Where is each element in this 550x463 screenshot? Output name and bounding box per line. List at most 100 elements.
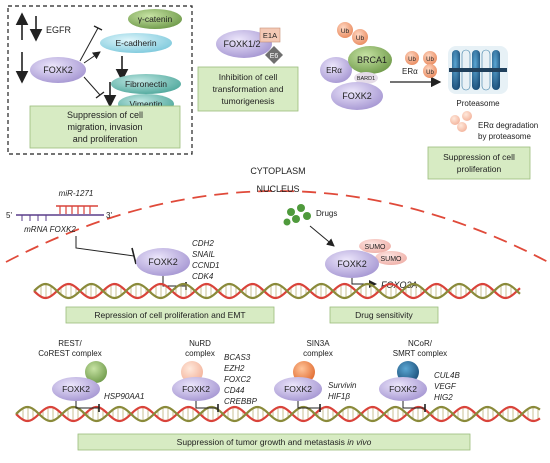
foxk2-label: FOXK2: [284, 384, 312, 394]
complex-name-line: NCoR/: [408, 339, 433, 348]
e6-diamond: [265, 46, 283, 64]
complex-sin3a: SIN3A complex FOXK2 Survivin HIF1β: [274, 339, 357, 412]
foxk2-protein: [30, 57, 86, 83]
caption-line: tumorigenesis: [222, 96, 275, 106]
drug-arrow: [309, 225, 335, 247]
ub-label: Ub: [341, 28, 350, 35]
fibronectin-label: Fibronectin: [125, 79, 167, 89]
caption-italic: in vivo: [347, 437, 371, 447]
complex-name-line: NuRD: [189, 339, 211, 348]
foxk2-label: FOXK2: [148, 257, 178, 267]
caption-line: transformation and: [213, 84, 284, 94]
dashed-frame: [7, 5, 193, 155]
gamma-catenin-label: γ-catenin: [138, 14, 173, 24]
dna-helix-lower: [15, 405, 541, 423]
activation-arrow: [351, 278, 377, 288]
era-degradation-panel: Ub Ub ERα BRCA1 BARD1 FOXK2 Ub Ub Ub ERα…: [320, 22, 538, 180]
foxk2-label: FOXK2: [337, 259, 367, 269]
rest-corest-complex: [85, 361, 107, 383]
dna-strand: [33, 282, 521, 300]
bard1-label: BARD1: [357, 76, 375, 82]
gene-label: SNAIL: [192, 250, 215, 259]
gene-label: CD44: [224, 386, 245, 395]
complex-ncor: NCoR/ SMRT complex FOXK2 CUL4B VEGF HIG2: [379, 339, 460, 412]
nucleus-label: NUCLEUS: [256, 184, 299, 194]
five-prime-label: 5': [6, 211, 12, 220]
emt-block: FOXK2 CDH2 SNAIL CCND1 CDK4 Repression o…: [65, 239, 275, 324]
drugs-label: Drugs: [316, 209, 337, 218]
foxk12-label: FOXK1/2: [223, 39, 260, 49]
gamma-catenin-protein: [128, 9, 182, 29]
caption-line: Repression of cell proliferation and EMT: [94, 310, 245, 320]
migration-panel: EGFR FOXK2 γ-catenin E-cadherin Fibronec…: [7, 5, 193, 155]
caption-box: [77, 433, 471, 451]
repression-line: [75, 401, 99, 409]
caption-line: Suppression of cell: [443, 152, 515, 162]
gene-label: VEGF: [434, 382, 457, 391]
three-prime-label: 3': [106, 211, 112, 220]
gene-label: CUL4B: [434, 371, 460, 380]
repression-line: [297, 401, 320, 409]
era-label: ERα: [326, 66, 342, 75]
dna-strand: [33, 282, 521, 300]
gene-label: CDK4: [192, 272, 214, 281]
caption-box: [427, 146, 531, 180]
vimentin-label: Vimentin: [130, 99, 163, 109]
gene-label: CDH2: [192, 239, 214, 248]
inhibition-bar: [95, 91, 105, 99]
bard1-protein: [354, 72, 378, 84]
gene-label: Survivin: [328, 381, 357, 390]
ub-bubble: [337, 22, 353, 38]
caption-box: [329, 306, 439, 324]
e6-label: E6: [270, 53, 279, 60]
fragment-bubble: [450, 115, 460, 125]
gene-label: HIF1β: [328, 392, 350, 401]
gene-label: EZH2: [224, 364, 245, 373]
dna-strand: [15, 405, 541, 423]
ub-bubble: [423, 51, 437, 65]
foxk2-label: FOXK2: [43, 65, 73, 75]
inhibition-line: [79, 27, 99, 62]
ub-label: Ub: [408, 57, 416, 63]
e-cadherin-label: E-cadherin: [115, 38, 156, 48]
mrna-label: mRNA FOXK2: [24, 225, 76, 234]
repression-line: [195, 401, 218, 409]
caption-line: and proliferation: [73, 134, 138, 144]
foxk2-label: FOXK2: [389, 384, 417, 394]
ub-label: Ub: [426, 70, 434, 76]
degradation-line: by proteasome: [478, 132, 531, 141]
drug-block: Drugs SUMO SUMO FOXK2 FOXO3A Drug sensit…: [283, 204, 439, 324]
foxk2-protein: [331, 82, 383, 110]
foxk2-protein: [379, 377, 427, 401]
inhibition-line: [83, 76, 101, 96]
gene-label: FOXC2: [224, 375, 251, 384]
activation-arrow: [83, 51, 101, 64]
complex-name-line: complex: [303, 349, 333, 358]
caption-line: Suppression of cell: [67, 110, 143, 120]
complex-name-line: complex: [185, 349, 215, 358]
complex-name-line: SMRT complex: [393, 349, 447, 358]
foxk2-label: FOXK2: [182, 384, 210, 394]
transformation-panel: FOXK1/2 E1A E6 Inhibition of cell transf…: [197, 27, 299, 112]
ub-bubble: [423, 64, 437, 78]
drug-molecules: [283, 204, 311, 226]
sumo-label: SUMO: [365, 244, 387, 251]
ub-bubble: [405, 51, 419, 65]
fragment-bubble: [462, 111, 472, 121]
brca1-protein: [348, 46, 392, 74]
foxk2-label: FOXK2: [62, 384, 90, 394]
gene-label: HSP90AA1: [104, 392, 144, 401]
gene-label: CREBBP: [224, 397, 258, 406]
ub-label: Ub: [426, 57, 434, 63]
gene-label: CCND1: [192, 261, 220, 270]
complex-name-line: CoREST complex: [38, 349, 101, 358]
era-protein: [320, 57, 352, 83]
caption-line: Inhibition of cell: [219, 72, 278, 82]
sumo-protein: [375, 251, 407, 265]
caption-box: [197, 66, 299, 112]
fibronectin-protein: [111, 74, 181, 94]
foxk2-protein: [325, 250, 379, 278]
proteasome-label: Proteasome: [456, 99, 500, 108]
